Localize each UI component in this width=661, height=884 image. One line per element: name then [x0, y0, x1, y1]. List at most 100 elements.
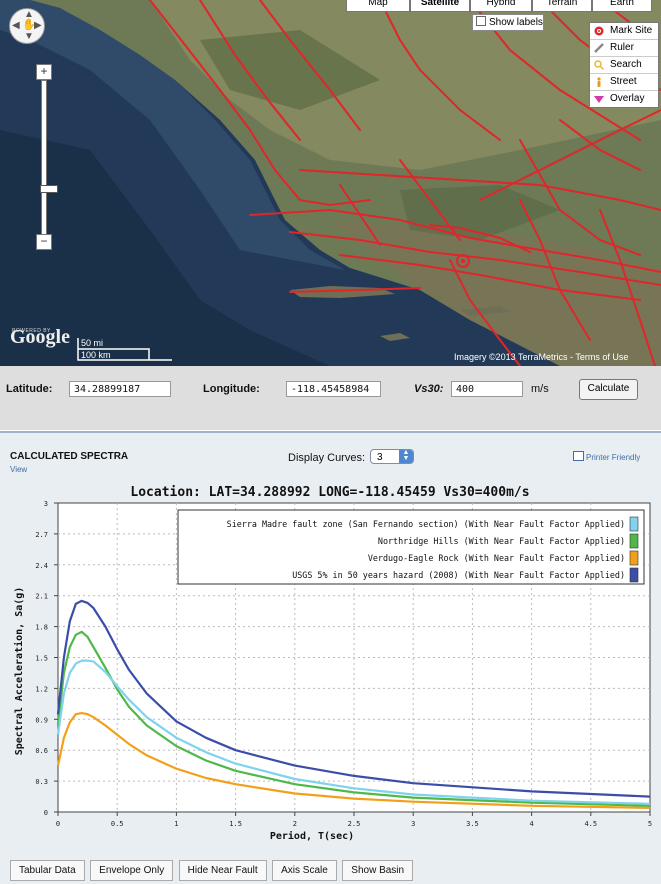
target-icon [594, 26, 604, 36]
legend-label-4: USGS 5% in 50 years hazard (2008) (With … [292, 570, 625, 580]
satellite-map[interactable]: Map Satellite Hybrid Terrain Earth Show … [0, 0, 661, 366]
chart-buttons: Tabular Data Envelope Only Hide Near Fau… [10, 860, 414, 881]
legend-label-3: Verdugo-Eagle Rock (With Near Fault Fact… [368, 553, 625, 563]
map-scale: 50 mi 100 km [77, 336, 173, 362]
show-basin-button[interactable]: Show Basin [342, 860, 414, 881]
vs30-unit: m/s [531, 383, 549, 395]
map-imagery [0, 0, 661, 366]
scale-mi-label: 50 mi [81, 338, 104, 348]
search-tool[interactable]: Search [590, 57, 658, 74]
pegman-icon [597, 77, 601, 87]
maptype-earth-tab[interactable]: Earth [592, 0, 652, 12]
zoom-slider-thumb[interactable] [40, 185, 58, 193]
envelope-only-button[interactable]: Envelope Only [90, 860, 174, 881]
printer-friendly-link[interactable]: Printer Friendly [573, 451, 640, 462]
x-tick-label: 2 [293, 820, 297, 828]
zoom-control: + − [36, 64, 58, 250]
ruler-tool[interactable]: Ruler [590, 40, 658, 57]
show-labels-checkbox[interactable] [476, 16, 486, 26]
stepper-arrows-icon[interactable]: ▲▼ [399, 449, 413, 463]
series-line-2 [56, 630, 651, 807]
maptype-map-tab[interactable]: Map [346, 0, 410, 12]
legend-box [177, 509, 645, 585]
powered-by-text: POWERED BY [12, 328, 51, 334]
pan-down-icon[interactable]: ▼ [24, 31, 34, 42]
x-tick-label: 5 [648, 820, 652, 828]
maptype-terrain-tab[interactable]: Terrain [532, 0, 592, 12]
zoom-slider[interactable] [40, 80, 58, 236]
hand-icon: ✋ [22, 19, 36, 31]
x-tick-label: 4.5 [584, 820, 597, 828]
y-tick-label: 1.5 [35, 655, 48, 663]
y-tick-label: 0.6 [35, 747, 48, 755]
spectra-chart: Location: LAT=34.288992 LONG=-118.45459 … [13, 485, 652, 842]
longitude-field[interactable]: -118.45458984 [286, 381, 381, 397]
google-logo: Google [10, 326, 70, 348]
printer-friendly-label: Printer Friendly [586, 453, 641, 462]
scale-km-label: 100 km [81, 350, 111, 360]
tabular-data-button[interactable]: Tabular Data [10, 860, 85, 881]
chart-legend: Sierra Madre fault zone (San Fernando se… [177, 509, 645, 585]
printer-icon [573, 451, 584, 461]
street-label: Street [610, 76, 637, 87]
pan-right-icon[interactable]: ▶ [34, 20, 42, 31]
map-tools-panel: Mark Site Ruler Search Street Overlay [589, 22, 659, 108]
y-tick-label: 2.4 [35, 562, 48, 570]
vs30-label: Vs30: [414, 383, 444, 395]
magnifier-icon [594, 60, 604, 70]
view-link[interactable]: View [10, 465, 28, 474]
y-tick-label: 1.2 [35, 685, 48, 693]
maptype-hybrid-tab[interactable]: Hybrid [470, 0, 532, 12]
x-tick-label: 1 [174, 820, 178, 828]
x-tick-label: 4 [529, 820, 533, 828]
y-tick-label: 2.7 [35, 531, 48, 539]
overlay-label: Overlay [610, 93, 645, 104]
spectra-panel: CALCULATED SPECTRA View Display Curves: … [0, 431, 661, 884]
show-labels-label: Show labels [489, 17, 543, 28]
mark-site-label: Mark Site [610, 25, 653, 36]
x-tick-label: 1.5 [229, 820, 242, 828]
x-tick-label: 3 [411, 820, 415, 828]
search-label: Search [610, 59, 642, 70]
axis-scale-button[interactable]: Axis Scale [272, 860, 337, 881]
x-axis-label: Period, T(sec) [270, 830, 354, 842]
display-curves-label: Display Curves: [288, 452, 366, 464]
zoom-out-button[interactable]: − [36, 234, 52, 250]
x-tick-label: 2.5 [348, 820, 361, 828]
site-marker [456, 254, 470, 268]
longitude-label: Longitude: [203, 383, 260, 395]
y-tick-label: 1.8 [35, 624, 48, 632]
zoom-in-button[interactable]: + [36, 64, 52, 80]
mark-site-tool[interactable]: Mark Site [590, 23, 658, 40]
y-tick-label: 0.9 [35, 716, 48, 724]
show-labels-toggle[interactable]: Show labels [472, 14, 544, 31]
latitude-field[interactable]: 34.28899187 [69, 381, 171, 397]
legend-swatch-1 [629, 516, 639, 532]
legend-swatch-3 [629, 550, 639, 566]
spectra-title: CALCULATED SPECTRA [10, 451, 129, 462]
y-tick-label: 2.1 [35, 593, 48, 601]
legend-swatch-4 [629, 567, 639, 583]
calculate-button[interactable]: Calculate [579, 379, 638, 400]
pan-up-icon[interactable]: ▲ [24, 9, 34, 20]
x-tick-label: 3.5 [466, 820, 479, 828]
display-curves-select[interactable]: 3 ▲▼ [370, 449, 414, 464]
x-tick-label: 0.5 [111, 820, 124, 828]
series-line-1 [56, 659, 651, 805]
maptype-satellite-tab[interactable]: Satellite [410, 0, 470, 12]
legend-label-2: Northridge Hills (With Near Fault Factor… [378, 536, 625, 546]
display-curves-value: 3 [377, 452, 383, 463]
pan-left-icon[interactable]: ◀ [12, 20, 20, 31]
hide-near-fault-button[interactable]: Hide Near Fault [178, 860, 267, 881]
street-tool[interactable]: Street [590, 74, 658, 91]
x-tick-label: 0 [56, 820, 60, 828]
imagery-attribution[interactable]: Imagery ©2013 TerraMetrics - Terms of Us… [454, 352, 629, 362]
pan-control[interactable]: ▲ ◀ ▶ ▼ ✋ [9, 8, 45, 44]
scale-bar [77, 338, 172, 361]
ruler-label: Ruler [610, 42, 634, 53]
y-axis-label: Spectral Acceleration, Sa(g) [13, 587, 25, 756]
overlay-tool[interactable]: Overlay [590, 91, 658, 107]
y-tick-label: 0 [44, 809, 48, 817]
vs30-field[interactable]: 400 [451, 381, 523, 397]
y-tick-label: 3 [44, 500, 48, 508]
